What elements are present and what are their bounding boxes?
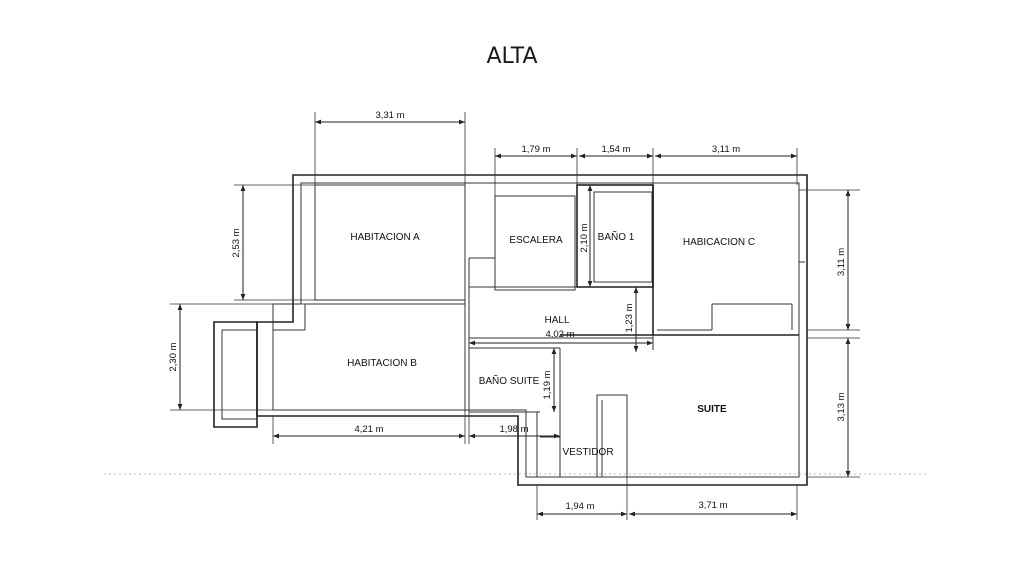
room-bano-suite: BAÑO SUITE [479,374,540,387]
room-vestidor: VESTIDOR [562,447,613,458]
dim-left-habitacion-a: 2,53 m [231,228,242,257]
dimension-lines: 3,31 m 1,79 m 1,54 m 3,11 m 2,53 m 2,30 … [168,110,860,520]
interior-walls [273,184,805,478]
dim-bottom-vestidor: 1,94 m [565,501,594,512]
dim-top-escalera: 1,79 m [521,144,550,155]
dim-top-habicacion-c: 3,11 m [712,144,740,155]
dim-hall-height: 1,23 m [624,303,635,332]
dim-bottom-suite: 3,71 m [698,500,727,511]
plan-title: ALTA [486,44,538,69]
dim-right-habicacion-c: 3,11 m [836,248,847,276]
dim-top-bano-1: 1,54 m [601,144,630,155]
room-hall: HALL [544,315,569,326]
dim-bano-suite-height: 1,19 m [542,370,553,399]
room-suite: SUITE [697,404,727,415]
dim-top-habitacion-a: 3,31 m [375,110,404,121]
room-habitacion-a: HABITACION A [350,232,420,243]
dim-escalera-height: 2,10 m [579,223,590,252]
dim-right-suite: 3,13 m [836,392,847,421]
dim-hall-width: 4,02 m [545,329,574,340]
dim-bottom-bano-suite: 1,98 m [499,424,528,435]
room-habicacion-c: HABICACION C [683,237,755,248]
dim-left-habitacion-b: 2,30 m [168,342,179,371]
room-bano-1: BAÑO 1 [598,230,635,243]
room-labels: HABITACION A HABITACION B ESCALERA BAÑO … [347,230,755,458]
room-habitacion-b: HABITACION B [347,358,417,369]
dim-bottom-habitacion-b: 4,21 m [354,424,383,435]
room-escalera: ESCALERA [509,235,563,246]
